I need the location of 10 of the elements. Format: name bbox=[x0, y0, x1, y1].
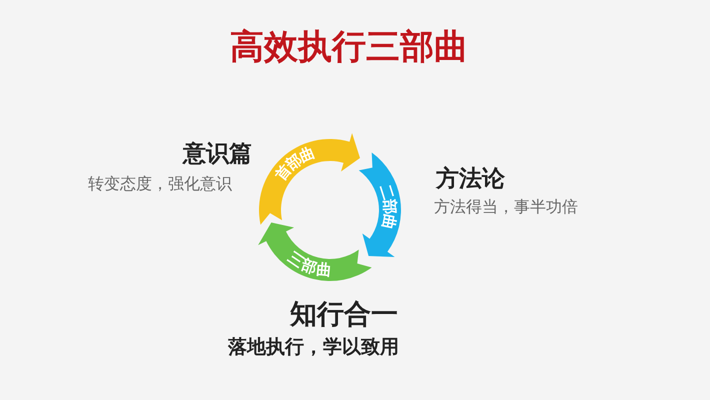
arc-label: 首部曲 bbox=[271, 143, 318, 184]
section-heading: 意识篇 bbox=[183, 140, 252, 169]
section-heading: 方法论 bbox=[436, 165, 505, 194]
section-description: 方法得当，事半功倍 bbox=[434, 197, 578, 218]
arc-label: 二部曲 bbox=[376, 182, 400, 231]
section-description: 转变态度，强化意识 bbox=[88, 174, 232, 195]
title: 高效执行三部曲 bbox=[230, 26, 468, 69]
section-heading: 知行合一 bbox=[290, 298, 398, 332]
section-description: 落地执行，学以致用 bbox=[228, 335, 399, 360]
arc-label: 三部曲 bbox=[284, 248, 332, 280]
